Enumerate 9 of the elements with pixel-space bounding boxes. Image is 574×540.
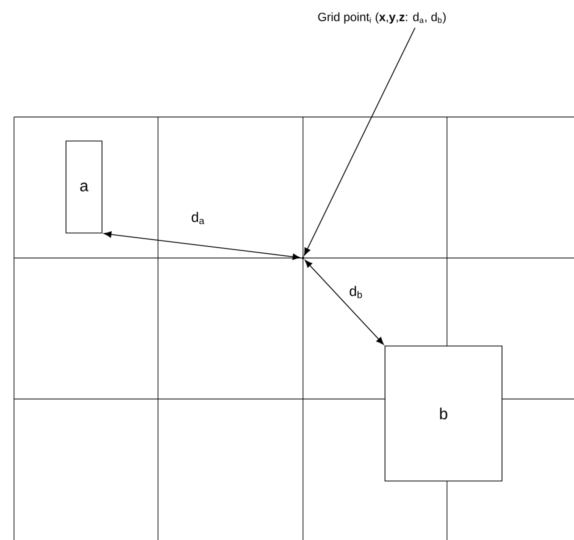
edge-label: d$_{b}$ [348,284,364,300]
distance-arrow [104,231,300,260]
leader-arrow [304,27,416,256]
object-box: b [384,346,502,482]
grid-point-label: Grid point$_{i}$ (x,y,z: d$_{a}$, d$_{b}$) [318,12,446,24]
grid-point [302,256,304,260]
object-box: a [66,140,102,234]
distance-arrow [304,260,384,345]
edge-label: d$_{a}$ [190,210,206,226]
